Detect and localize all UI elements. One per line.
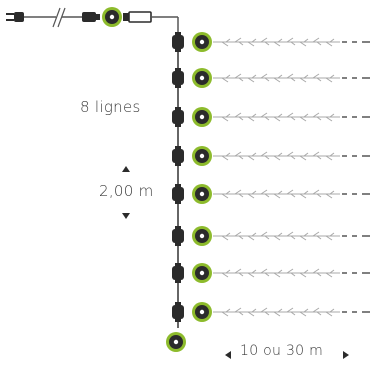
led-string-icon [213, 231, 370, 241]
end-connector-icon [166, 332, 186, 352]
plug-icon [6, 12, 38, 22]
led-string-icon [213, 151, 370, 161]
connector-icon [102, 7, 122, 27]
led-row [172, 226, 370, 246]
led-string-icon [213, 37, 370, 47]
led-row [172, 184, 370, 204]
led-string-icon [213, 73, 370, 83]
connector-icon [192, 146, 212, 166]
lines-count-label: 8 lignes [80, 98, 141, 116]
length-label: 10 ou 30 m [240, 343, 324, 359]
connector-icon [192, 302, 212, 322]
connector-icon [192, 68, 212, 88]
connector-icon [192, 107, 212, 127]
height-label: 2,00 m [99, 182, 154, 200]
led-row [172, 302, 370, 322]
led-rows [172, 32, 370, 322]
led-row [172, 146, 370, 166]
arrow-up-icon [122, 166, 130, 172]
supply-cable [123, 11, 179, 36]
arrow-down-icon [122, 213, 130, 219]
led-string-icon [213, 112, 370, 122]
connector-icon [192, 184, 212, 204]
led-string-icon [213, 307, 370, 317]
arrow-left-icon [225, 351, 231, 359]
led-row [172, 32, 370, 52]
led-row [172, 263, 370, 283]
connector-icon [192, 263, 212, 283]
connector-icon [192, 32, 212, 52]
adapter-icon [82, 12, 100, 22]
led-string-icon [213, 268, 370, 278]
led-row [172, 68, 370, 88]
led-string-icon [213, 189, 370, 199]
cable-break-icon [38, 7, 82, 28]
arrow-right-icon [343, 351, 349, 359]
connector-icon [192, 226, 212, 246]
led-row [172, 107, 370, 127]
